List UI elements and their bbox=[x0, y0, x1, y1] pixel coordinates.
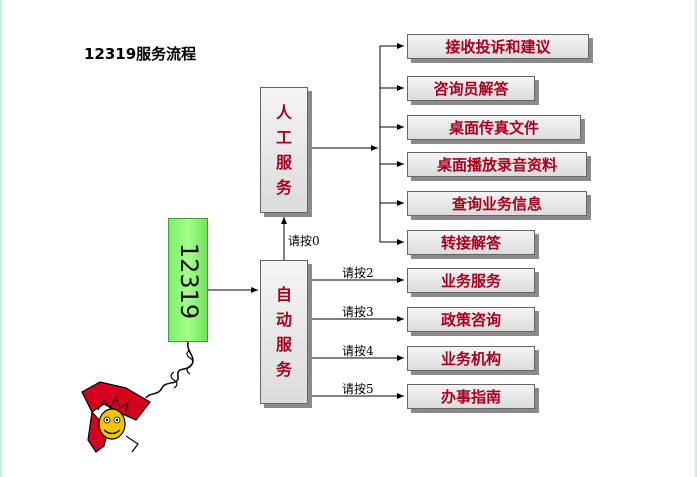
press-key-label: 请按3 bbox=[342, 305, 374, 319]
manual-option-box: 转接解答 bbox=[407, 230, 535, 255]
page-title: 12319服务流程 bbox=[84, 45, 197, 63]
auto-option-box: 政策咨询 bbox=[407, 307, 535, 332]
hotline-number: 12319 bbox=[175, 242, 203, 320]
auto-option-box: 办事指南 bbox=[407, 384, 535, 409]
manual-option-box: 咨询员解答 bbox=[407, 76, 535, 101]
auto-option-box: 业务服务 bbox=[407, 268, 535, 293]
press-key-label: 请按2 bbox=[342, 266, 374, 280]
manual-option-box: 桌面传真文件 bbox=[407, 115, 581, 140]
auto-service-box: 自 动 服 务 bbox=[260, 260, 308, 404]
press-key-label: 请按4 bbox=[342, 344, 374, 358]
telephone-handset-icon bbox=[81, 381, 151, 453]
auto-option-box: 业务机构 bbox=[407, 346, 535, 371]
manual-option-box: 桌面播放录音资料 bbox=[407, 152, 587, 177]
press-0-label: 请按0 bbox=[288, 234, 320, 248]
manual-service-box: 人 工 服 务 bbox=[260, 87, 308, 213]
press-key-label: 请按5 bbox=[342, 382, 374, 396]
manual-option-box: 接收投诉和建议 bbox=[407, 34, 589, 59]
manual-option-box: 查询业务信息 bbox=[407, 191, 587, 216]
phone-cord bbox=[145, 341, 194, 399]
hotline-box: 12319 bbox=[168, 218, 208, 342]
